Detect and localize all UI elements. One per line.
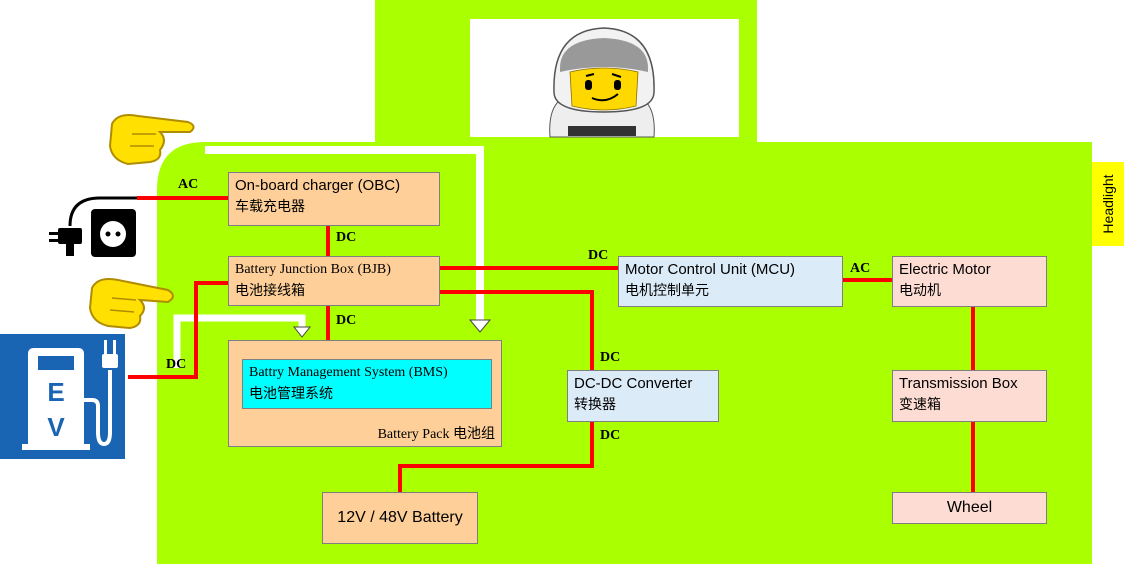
dc-label-bjb-bms: DC — [336, 313, 357, 328]
charge-flow-arrow-top — [205, 146, 484, 322]
bjb-label-cn: 电池接线箱 — [235, 282, 305, 298]
battery-pack-label: Battery Pack 电池组 — [377, 427, 495, 442]
dcdc-label: DC-DC Converter — [574, 375, 693, 392]
electric-motor-block: Electric Motor 电动机 — [892, 256, 1047, 307]
bms-label: Battry Management System (BMS) — [249, 365, 448, 380]
ev-charging-sign-icon: E V — [0, 334, 125, 459]
charge-flow-arrowhead-dc — [292, 326, 312, 338]
charge-flow-arrow-dc — [173, 314, 306, 368]
dc-label-bjb-mcu: DC — [588, 248, 609, 263]
wheel-label: Wheel — [946, 499, 993, 516]
power-wires — [128, 196, 975, 492]
ac-label-mcu-motor: AC — [850, 261, 871, 276]
electric-motor-label: Electric Motor — [899, 261, 991, 278]
ev-letter-e: E — [47, 377, 64, 407]
power-outlet-icon — [91, 209, 136, 257]
ac-label-obc: AC — [178, 177, 199, 192]
dc-label-obc-bjb: DC — [336, 230, 357, 245]
battery-12v-label: 12V / 48V Battery — [337, 509, 463, 526]
plug-icon — [49, 196, 137, 256]
transmission-label: Transmission Box — [899, 375, 1018, 392]
dc-label-dcdc-out: DC — [600, 428, 621, 443]
ev-letter-v: V — [47, 412, 65, 442]
obc-block: On-board charger (OBC) 车载充电器 — [228, 172, 440, 226]
dc-label-ev: DC — [166, 357, 187, 372]
obc-label: On-board charger (OBC) — [235, 177, 401, 194]
bms-label-cn: 电池管理系统 — [249, 385, 333, 401]
bms-block: Battry Management System (BMS) 电池管理系统 — [242, 359, 492, 409]
pointing-hand-icon-top — [108, 114, 195, 166]
transmission-label-cn: 变速箱 — [899, 396, 941, 412]
electric-motor-label-cn: 电动机 — [899, 282, 941, 298]
pointing-hand-icon-bottom — [88, 278, 174, 330]
bjb-label: Battery Junction Box (BJB) — [235, 262, 391, 277]
charge-flow-arrowhead-top — [468, 319, 492, 333]
mcu-label-cn: 电机控制单元 — [625, 282, 709, 298]
obc-label-cn: 车载充电器 — [235, 198, 305, 214]
transmission-box-block: Transmission Box 变速箱 — [892, 370, 1047, 422]
dcdc-label-cn: 转换器 — [574, 396, 616, 412]
battery-12v-block: 12V / 48V Battery — [322, 492, 478, 544]
bjb-block: Battery Junction Box (BJB) 电池接线箱 — [228, 256, 440, 306]
headlight-label: Headlight — [1100, 174, 1116, 234]
mcu-block: Motor Control Unit (MCU) 电机控制单元 — [618, 256, 843, 307]
dc-label-bjb-dcdc: DC — [600, 350, 621, 365]
dcdc-converter-block: DC-DC Converter 转换器 — [567, 370, 719, 422]
mcu-label: Motor Control Unit (MCU) — [625, 261, 796, 278]
driver-icon — [549, 27, 655, 138]
wheel-block: Wheel — [892, 492, 1047, 524]
headlight-tab: Headlight — [1092, 162, 1124, 246]
